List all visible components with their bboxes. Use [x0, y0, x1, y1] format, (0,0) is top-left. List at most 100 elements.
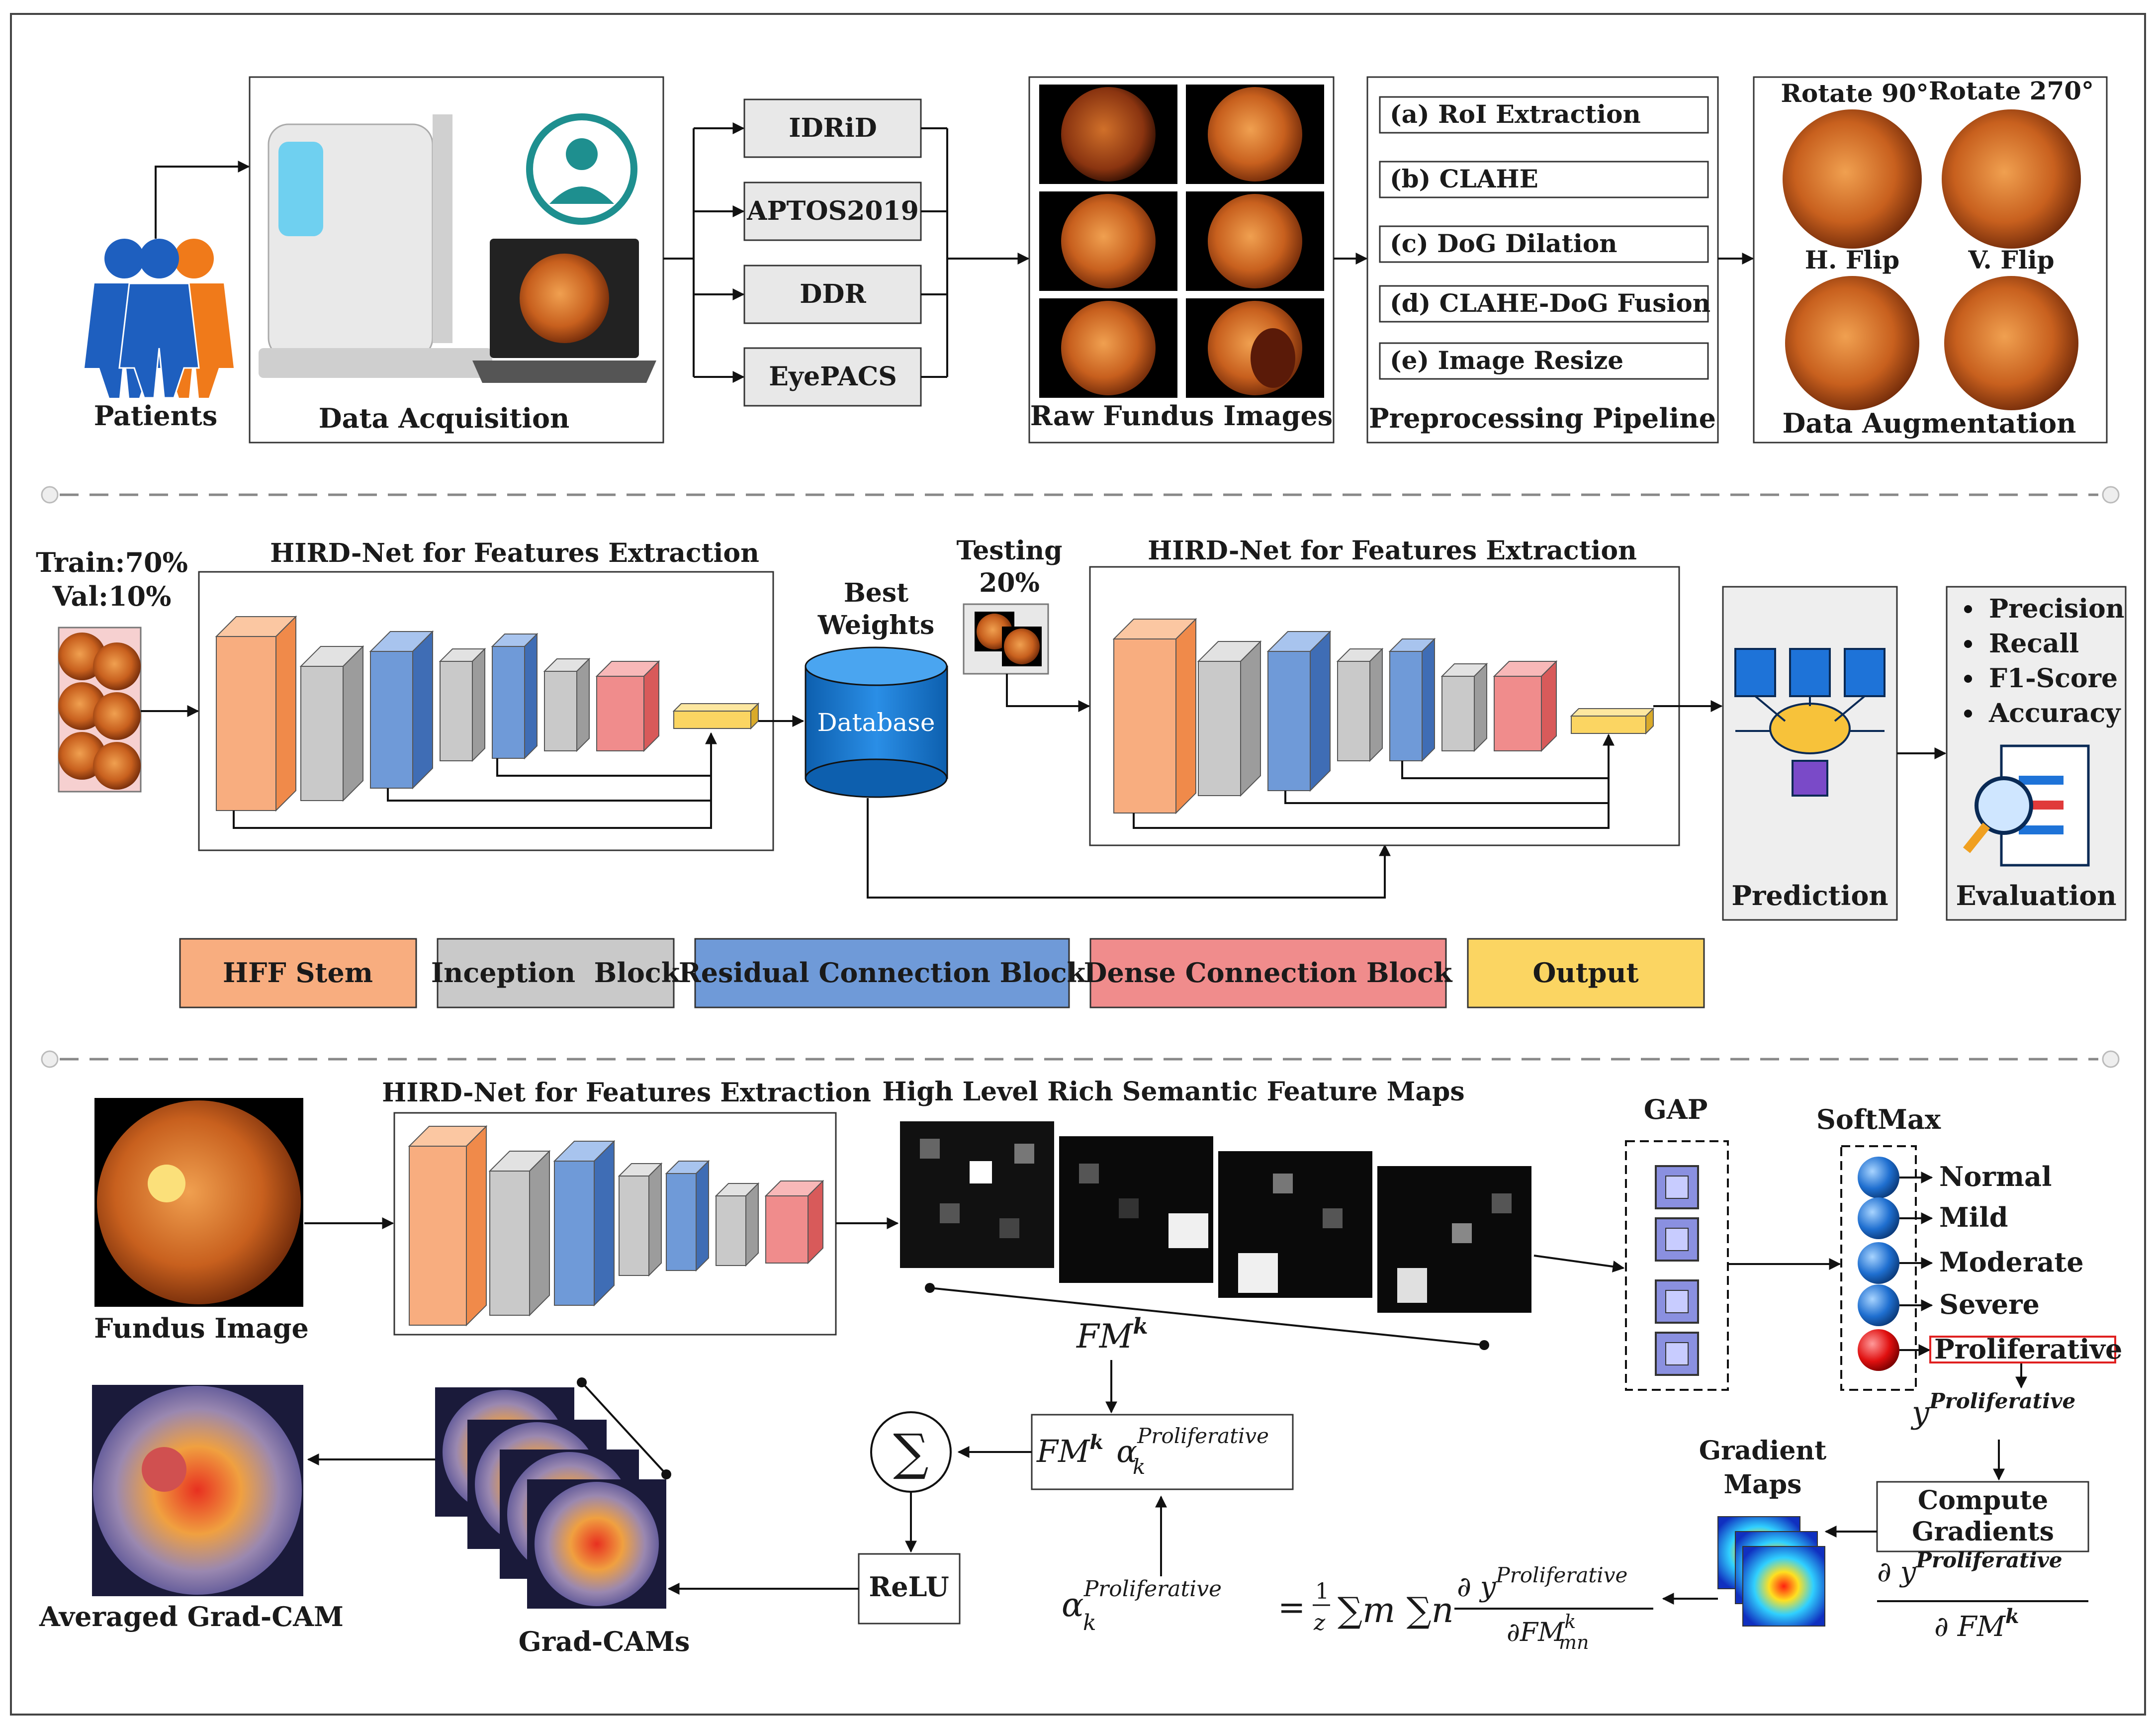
aug-rotate90-label: Rotate 90° [1781, 79, 1928, 108]
legend-dense-label: Dense Connection Block [1084, 957, 1453, 989]
metric-f1: F1-Score [1989, 663, 2118, 694]
averaged-gradcam-label: Averaged Grad-CAM [39, 1601, 344, 1632]
legend-swatch-inception [437, 938, 675, 1008]
net-title-bottom: HIRD-Net for Features Extraction [382, 1078, 871, 1108]
prep-step-roi-label: (a) RoI Extraction [1390, 99, 1641, 129]
prediction-icon [1734, 648, 1886, 797]
softmax-label: SoftMax [1816, 1103, 1941, 1135]
net-title-left: HIRD-Net for Features Extraction [270, 538, 759, 568]
legend-swatch-residual [694, 938, 1070, 1008]
class-mild: Mild [1939, 1201, 2008, 1233]
best-weights-line2: Weights [817, 610, 934, 640]
metric-precision: Precision [1989, 594, 2125, 624]
legend-output-label: Output [1532, 957, 1638, 989]
legend-swatch-dense [1089, 938, 1447, 1008]
brace-dot [1479, 1340, 1489, 1350]
augmentation-label: Data Augmentation [1783, 407, 2076, 439]
gradient-maps-stack [1717, 1516, 1825, 1627]
metric-bullet [1964, 605, 1972, 613]
dataset-aptos: APTOS2019 [743, 181, 922, 241]
arrow-test-to-net [1006, 674, 1090, 712]
acquisition-label: Data Acquisition [319, 402, 570, 434]
legend-swatch-stem [179, 938, 417, 1008]
relu-box [858, 1553, 961, 1625]
compute-line2: Gradients [1912, 1517, 2054, 1547]
fundus-image-label: Fundus Image [94, 1312, 309, 1344]
legend-inception-label: Inception Block [431, 957, 681, 989]
train-label: Train:70% [36, 546, 188, 578]
prep-step-resize-label: (e) Image Resize [1390, 346, 1623, 375]
legend-swatch-output [1467, 938, 1705, 1008]
val-label: Val:10% [52, 580, 172, 612]
separator-dot-left [41, 1050, 59, 1068]
test-images-stack [963, 603, 1049, 675]
prep-step-fusion: (d) CLAHE-DoG Fusion [1379, 285, 1710, 323]
testing-line1: Testing [956, 536, 1062, 566]
formula-z-num: 1 [1315, 1579, 1329, 1604]
brace-dot [577, 1377, 587, 1387]
proliferative-highlight [1929, 1336, 2116, 1363]
database-icon [805, 646, 948, 798]
softmax-node [1858, 1242, 1899, 1284]
class-moderate: Moderate [1939, 1246, 2084, 1278]
metric-recall: Recall [1989, 629, 2079, 659]
feature-maps-brace [929, 1287, 1485, 1346]
prep-step-roi: (a) RoI Extraction [1379, 96, 1709, 134]
dataset-eyepacs: EyePACS [743, 347, 922, 407]
prediction-label: Prediction [1731, 880, 1888, 911]
arrow-db-to-right-net [867, 798, 1391, 899]
fundus-camera-icon [259, 114, 492, 378]
evaluation-label: Evaluation [1956, 880, 2116, 911]
compute-line1: Compute [1918, 1485, 2048, 1516]
testing-line2: 20% [979, 568, 1040, 598]
outer-frame [10, 13, 2146, 1716]
softmax-node [1858, 1284, 1899, 1326]
separator-dot-right [2102, 1050, 2120, 1068]
gradient-maps-line1: Gradient [1699, 1436, 1827, 1466]
prep-step-dog-label: (c) DoG Dilation [1390, 229, 1617, 258]
aug-vflip-label: V. Flip [1968, 245, 2054, 274]
class-proliferative: Proliferative [1934, 1333, 2122, 1365]
separator-dot-left [41, 486, 59, 504]
database-label: Database [817, 708, 935, 737]
train-images-stack [58, 627, 142, 793]
aug-fundus-grid [1783, 109, 2081, 410]
hirdnet-bottom-blocks [408, 1125, 824, 1327]
patients-label: Patients [94, 400, 218, 432]
class-severe: Severe [1939, 1288, 2040, 1320]
prep-step-dog: (c) DoG Dilation [1379, 225, 1709, 263]
gradient-maps-line2: Maps [1724, 1469, 1802, 1500]
sum-symbol: ∑ [893, 1423, 928, 1481]
raw-fundus-grid [1039, 85, 1324, 398]
softmax-node [1858, 1197, 1899, 1239]
hirdnet-right-blocks [1112, 618, 1655, 829]
aug-hflip-label: H. Flip [1805, 245, 1900, 274]
softmax-node-active [1858, 1329, 1899, 1371]
gap-box [1625, 1140, 1729, 1391]
formula-equals: = [1278, 1588, 1305, 1627]
legend-residual-label: Residual Connection Block [679, 957, 1086, 989]
relu-label: ReLU [869, 1571, 949, 1603]
averaged-gradcam-image [92, 1385, 303, 1596]
metric-accuracy: Accuracy [1988, 698, 2121, 728]
softmax-box [1840, 1145, 1917, 1391]
dataset-idrid-label: IDRiD [789, 113, 877, 143]
aug-rotate270-label: Rotate 270° [1929, 76, 2094, 105]
prep-step-fusion-label: (d) CLAHE-DoG Fusion [1390, 288, 1710, 318]
laptop-icon [472, 239, 656, 383]
input-fundus-image [94, 1098, 303, 1307]
evaluation-report-icon [1963, 744, 2090, 867]
prep-step-clahe-label: (b) CLAHE [1390, 164, 1538, 193]
class-normal: Normal [1939, 1161, 2052, 1192]
brace-dot [661, 1469, 671, 1479]
formula-sums: ∑m ∑n [1338, 1590, 1454, 1631]
dataset-aptos-label: APTOS2019 [746, 196, 919, 226]
formula-z-den: z [1313, 1610, 1326, 1635]
partial-derivative-den: ∂ FMk [1934, 1605, 2019, 1643]
dataset-ddr: DDR [743, 265, 922, 324]
metric-bullet [1964, 710, 1972, 718]
compute-gradients-box [1876, 1481, 2089, 1552]
